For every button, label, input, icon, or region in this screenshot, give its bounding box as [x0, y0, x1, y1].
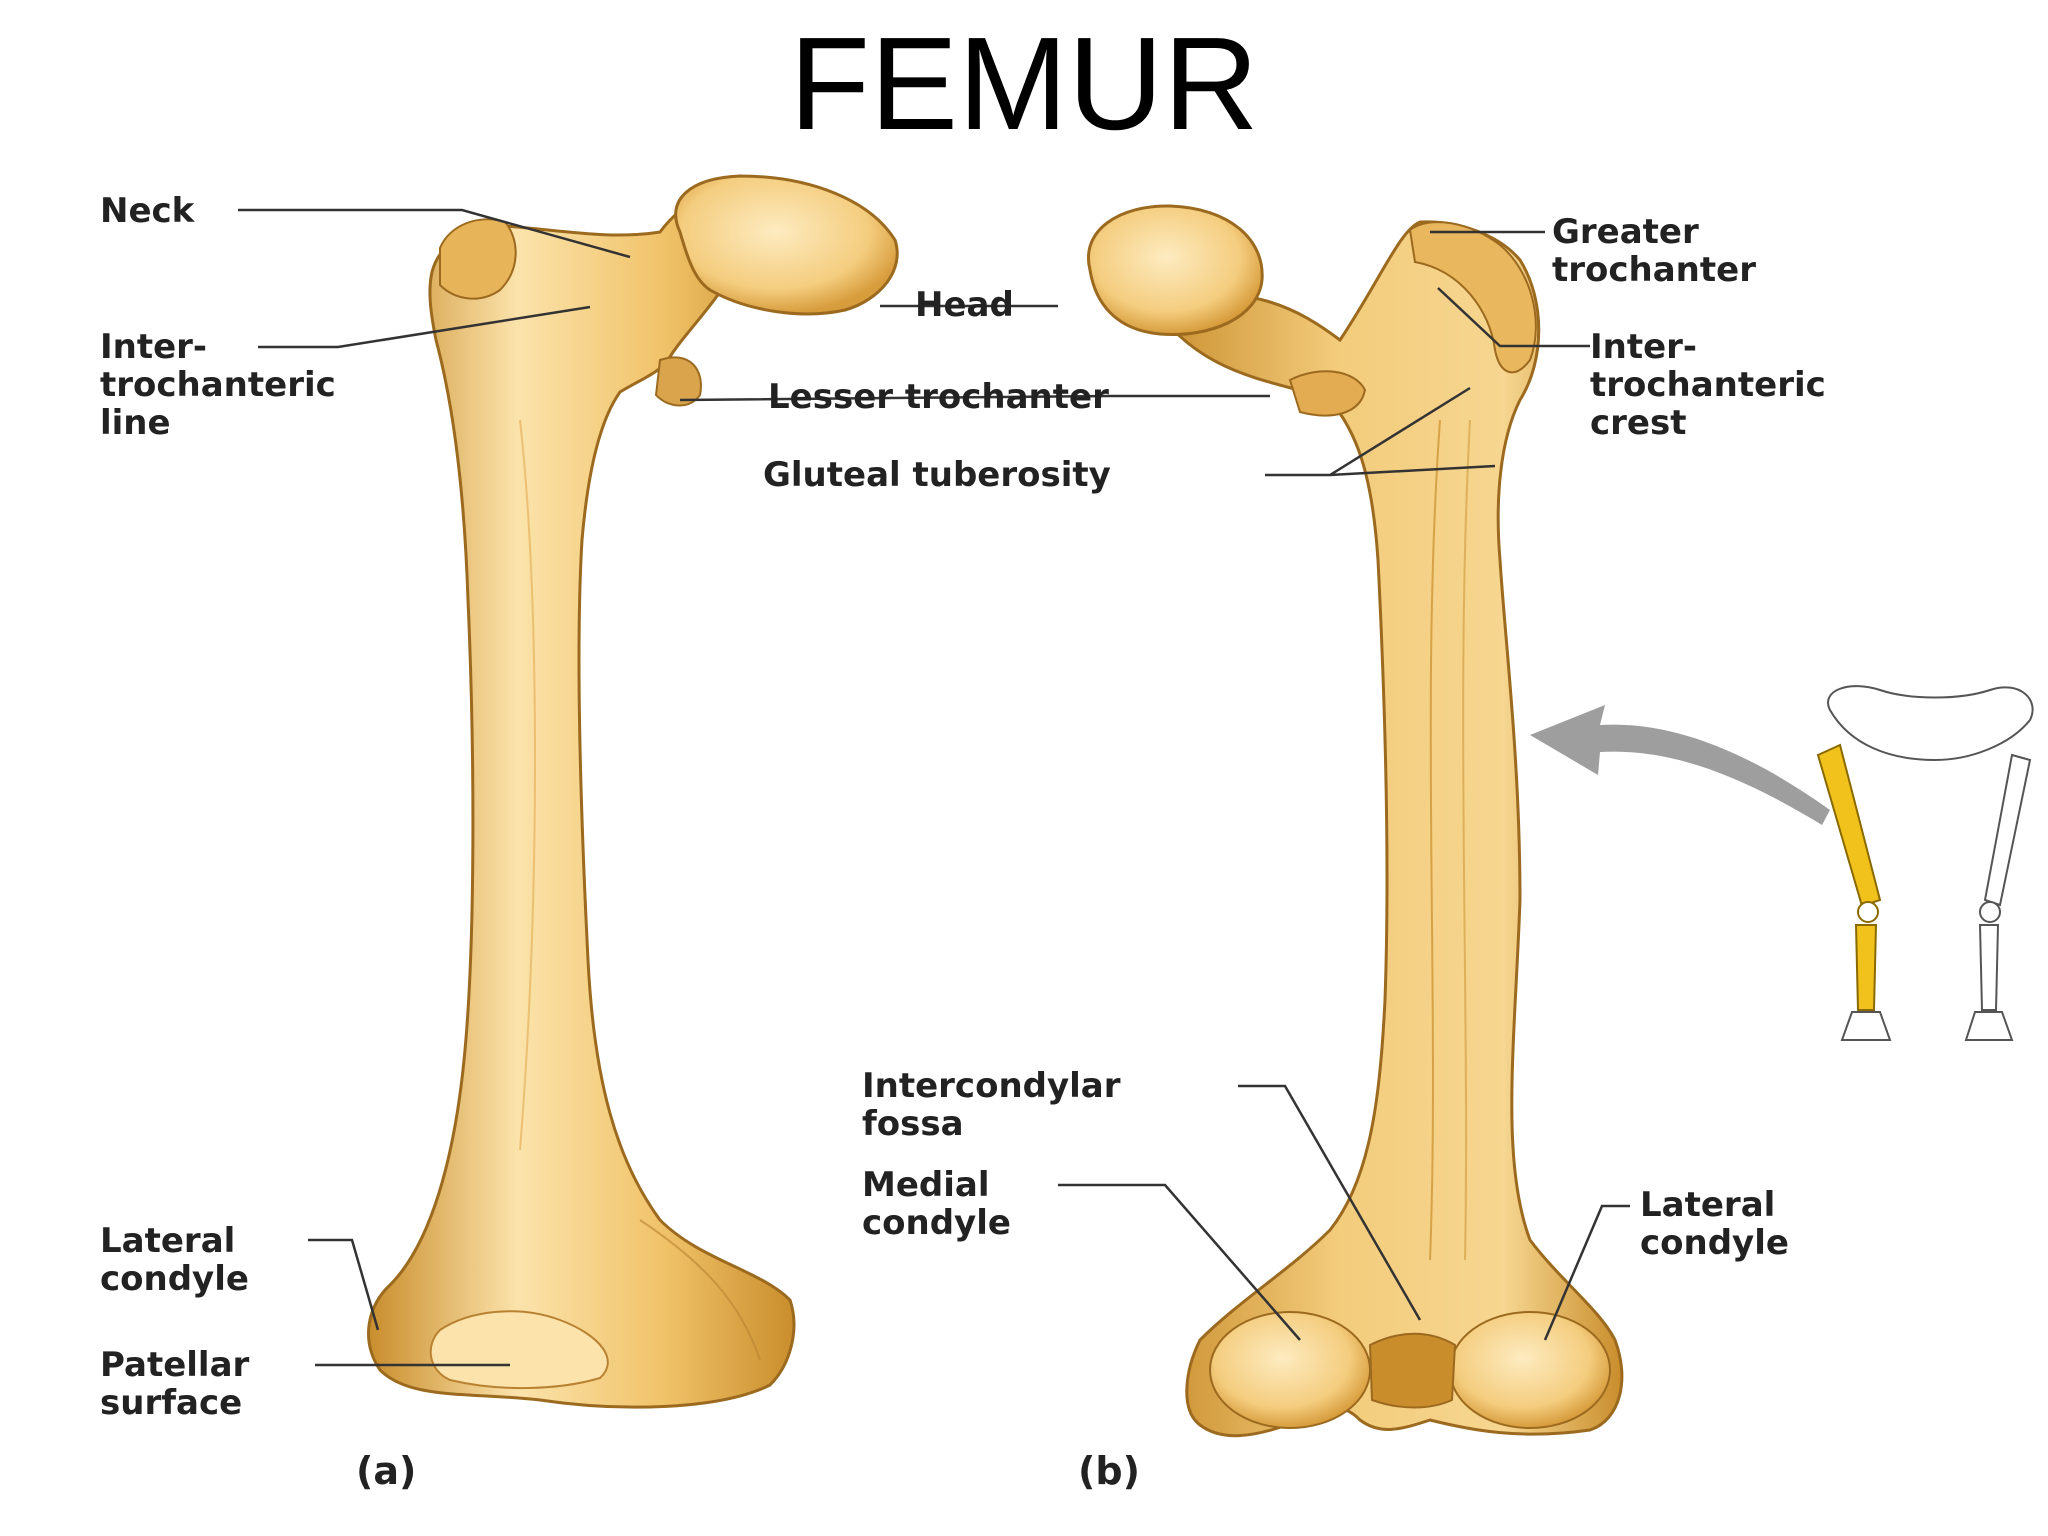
caption-a: (a) — [356, 1449, 417, 1493]
femur-a-head — [674, 174, 899, 316]
label-medial-condyle-2: condyle — [862, 1203, 1011, 1243]
page-title: FEMUR — [789, 10, 1259, 157]
label-lateral-condyle-b-1: Lateral — [1640, 1185, 1776, 1225]
femur-a-patellar-surface — [429, 1310, 609, 1390]
label-intercondylar-fossa-1: Intercondylar — [862, 1066, 1121, 1106]
label-lesser-trochanter: Lesser trochanter — [768, 377, 1109, 417]
label-greater-trochanter-1: Greater — [1552, 212, 1699, 252]
label-lateral-condyle-a-1: Lateral — [100, 1221, 236, 1261]
label-intertrochanteric-crest: Inter- trochanteric crest — [1590, 328, 1826, 442]
label-medial-condyle: Medial condyle — [862, 1166, 1011, 1242]
label-patellar-surface-2: surface — [100, 1383, 243, 1423]
label-intertrochanteric-crest-1: Inter- — [1590, 327, 1698, 367]
curved-arrow-icon — [1530, 705, 1830, 825]
femur-b-greater-trochanter — [1408, 221, 1537, 374]
caption-b: (b) — [1078, 1449, 1140, 1493]
femur-b-head — [1087, 204, 1264, 337]
femur-posterior-view — [1087, 204, 1624, 1438]
label-intertrochanteric-crest-2: trochanteric — [1590, 365, 1826, 405]
leader-lines — [238, 208, 1630, 1367]
label-intertrochanteric-crest-3: crest — [1590, 403, 1687, 443]
label-intertrochanteric-line-2: trochanteric — [100, 365, 336, 405]
femur-b-body — [1147, 220, 1624, 1438]
label-lateral-condyle-a-2: condyle — [100, 1259, 249, 1299]
lower-limb-skeleton-icon — [1816, 685, 2034, 1041]
label-lateral-condyle-a: Lateral condyle — [100, 1222, 249, 1298]
label-gluteal-tuberosity: Gluteal tuberosity — [763, 455, 1111, 495]
femur-a-lesser-trochanter — [654, 356, 702, 407]
label-greater-trochanter: Greater trochanter — [1552, 213, 1756, 289]
femur-anterior-view — [367, 174, 899, 1409]
femur-b-lesser-trochanter — [1288, 370, 1367, 417]
femur-a-body — [367, 194, 796, 1409]
label-intertrochanteric-line: Inter- trochanteric line — [100, 328, 336, 442]
femur-b-lateral-condyle — [1449, 1311, 1611, 1429]
label-neck: Neck — [100, 191, 195, 231]
label-intercondylar-fossa-2: fossa — [862, 1104, 964, 1144]
label-patellar-surface-1: Patellar — [100, 1345, 250, 1385]
label-intercondylar-fossa: Intercondylar fossa — [862, 1067, 1121, 1143]
femur-b-intercondylar-fossa — [1368, 1332, 1457, 1409]
label-intertrochanteric-line-1: Inter- — [100, 327, 208, 367]
label-lateral-condyle-b-2: condyle — [1640, 1223, 1789, 1263]
label-intertrochanteric-line-3: line — [100, 403, 171, 443]
label-head: Head — [915, 285, 1014, 325]
label-lateral-condyle-b: Lateral condyle — [1640, 1186, 1789, 1262]
label-medial-condyle-1: Medial — [862, 1165, 990, 1205]
femur-a-greater-trochanter — [439, 218, 517, 300]
label-patellar-surface: Patellar surface — [100, 1346, 249, 1422]
label-greater-trochanter-2: trochanter — [1552, 250, 1756, 290]
